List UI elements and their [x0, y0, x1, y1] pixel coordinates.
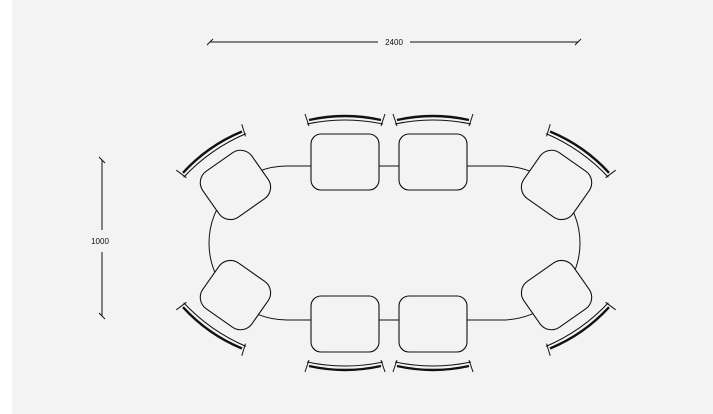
chair-top-right	[392, 113, 474, 191]
depth-dimension-label: 1000	[91, 237, 109, 246]
width-dim-tick-right	[574, 38, 582, 46]
width-dimension: 2400	[206, 38, 582, 47]
depth-dim-tick-top	[98, 156, 106, 164]
chair-corner-top-left	[175, 124, 272, 221]
drawing-canvas: 2400 1000	[12, 0, 713, 414]
chair-corner-bottom-left	[175, 259, 272, 356]
chair-bottom-left	[304, 295, 386, 373]
width-dimension-label: 2400	[385, 38, 403, 47]
chair-corner-bottom-right	[520, 259, 617, 356]
floor-plan: 2400 1000	[91, 38, 617, 373]
depth-dim-tick-bottom	[98, 312, 106, 320]
chair-corner-top-right	[520, 124, 617, 221]
depth-dimension: 1000	[91, 156, 109, 320]
width-dim-tick-left	[206, 38, 214, 46]
chair-bottom-right	[392, 295, 474, 373]
chair-top-left	[304, 113, 386, 191]
